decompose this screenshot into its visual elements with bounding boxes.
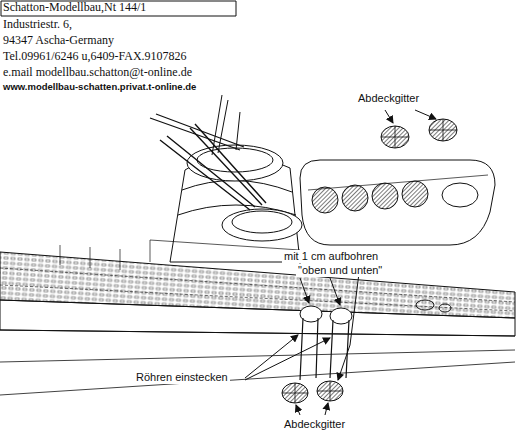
website-line: www.modellbau-schatten.privat.t-online.d… — [3, 82, 196, 93]
part-label: Abdeckgitter — [358, 92, 419, 105]
address-line: Industriestr. 6, — [3, 18, 72, 32]
note-text: "oben und unten" — [296, 264, 384, 277]
note-text: Röhren einstecken — [134, 371, 230, 384]
part-label: Abdeckgitter — [284, 418, 345, 431]
email-line: e.mail modellbau.schatton@t-online.de — [3, 66, 192, 80]
address-line: 94347 Ascha-Germany — [3, 34, 114, 48]
note-text: mit 1 cm aufbohren — [282, 250, 380, 263]
phone-line: Tel.09961/6246 u,6409-FAX.9107826 — [3, 50, 187, 64]
header-name: Schatton-Modellbau,Nt 144/1 — [3, 1, 146, 15]
